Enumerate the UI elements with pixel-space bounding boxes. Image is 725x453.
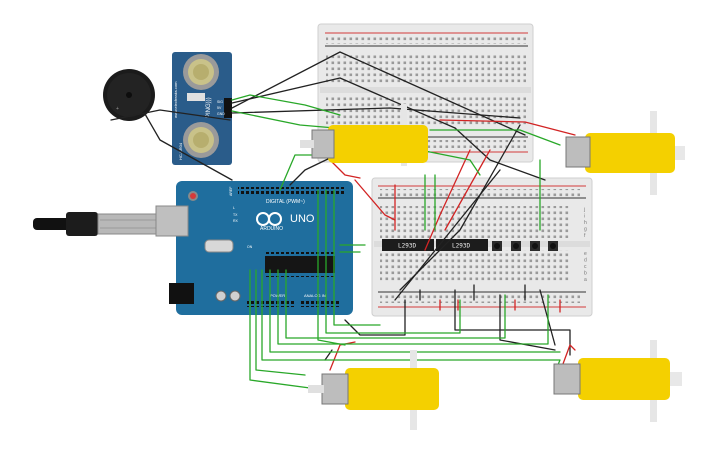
- analog-label: ANALOG IN: [304, 293, 326, 298]
- svg-text:+: +: [116, 106, 119, 112]
- sensor-model: PING))): [206, 97, 212, 118]
- row-letter: c: [584, 264, 587, 270]
- arduino-model: UNO: [290, 213, 315, 225]
- row-letter: e: [584, 251, 587, 257]
- sensor-pin-gnd: GND: [217, 112, 225, 116]
- pushbutton-icon[interactable]: [492, 241, 502, 251]
- pushbutton-icon[interactable]: [530, 241, 540, 251]
- driver-right-label: L293D: [452, 243, 470, 250]
- sensor-pin-5v: 5V: [217, 106, 222, 110]
- reset-button[interactable]: [190, 193, 196, 199]
- row-letter: h: [584, 220, 587, 226]
- tx-label: TX: [233, 213, 238, 217]
- arduino-brand: ARDUINO: [260, 226, 283, 232]
- pushbutton-group[interactable]: [492, 241, 558, 251]
- arduino-uno[interactable]: DIGITAL (PWM~) AREF ARDUINO UNO L TX RX …: [155, 181, 353, 315]
- on-label: ON: [247, 245, 253, 249]
- sensor-pin-sig: SIG: [217, 100, 223, 104]
- row-letter: f: [584, 233, 586, 239]
- pushbutton-icon[interactable]: [548, 241, 558, 251]
- digital-label: DIGITAL (PWM~): [266, 199, 305, 205]
- row-letter: j: [583, 207, 585, 213]
- l-led-label: L: [233, 206, 235, 210]
- motor-driver-right[interactable]: L293D: [436, 239, 488, 251]
- sensor-transducer: [183, 54, 219, 90]
- row-letter: g: [584, 227, 587, 233]
- power-header[interactable]: [247, 300, 295, 307]
- aref-label: AREF: [229, 187, 233, 196]
- dc-motor-icon[interactable]: [553, 340, 682, 422]
- dc-motor-icon[interactable]: [300, 104, 428, 166]
- ultrasonic-sensor[interactable]: www.elecfreaks.com PING))) HC-SR04 SIG 5…: [172, 52, 232, 165]
- buzzer-icon[interactable]: +: [103, 69, 155, 121]
- rx-label: RX: [233, 219, 239, 223]
- arduino-logo: ARDUINO: [256, 212, 283, 232]
- usb-cable-icon[interactable]: [33, 212, 161, 236]
- motor-driver-left[interactable]: L293D: [382, 239, 434, 251]
- analog-header[interactable]: [299, 300, 341, 307]
- dc-motor-icon[interactable]: [565, 111, 685, 195]
- digital-header[interactable]: [238, 187, 346, 195]
- atmega-chip: [265, 256, 335, 273]
- row-letter: a: [584, 277, 587, 283]
- row-letter: b: [584, 271, 587, 277]
- wires[interactable]: [110, 51, 576, 391]
- pushbutton-icon[interactable]: [511, 241, 521, 251]
- sensor-brand: www.elecfreaks.com: [173, 81, 178, 118]
- row-letter: i: [584, 214, 585, 220]
- row-letter: d: [584, 258, 587, 264]
- sensor-transducer: [183, 122, 219, 158]
- driver-left-label: L293D: [398, 243, 416, 250]
- dc-motor-icon[interactable]: [308, 350, 439, 430]
